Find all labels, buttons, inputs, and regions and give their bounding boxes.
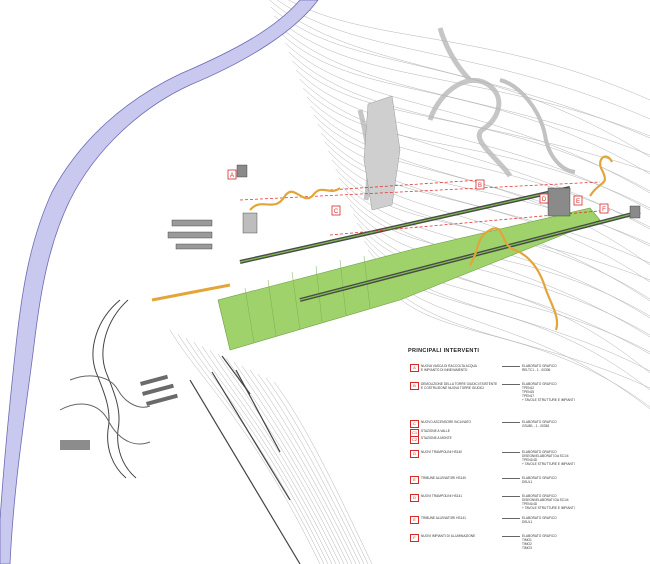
legend-code: D: [410, 494, 419, 502]
contour-line: [209, 349, 341, 564]
legend-code: E: [410, 516, 419, 524]
contour-line: [249, 369, 361, 564]
legend-reference: ELABORATO GRAFICO DSUL1: [522, 476, 557, 484]
contour-line: [241, 365, 357, 564]
contour-line: [233, 361, 353, 564]
legend-code: F: [410, 534, 419, 542]
legend-leader-line: [502, 452, 520, 453]
lighting-lines: [189, 355, 301, 564]
stand-blocks: [60, 374, 178, 450]
buildings: [167, 164, 641, 250]
runout-path: [151, 283, 231, 302]
contour-line: [225, 357, 349, 564]
grey-area: [363, 95, 401, 211]
legend-leader-line: [502, 422, 520, 423]
legend-title: PRINCIPALI INTERVENTI: [408, 348, 480, 354]
legend-reference: ELABORATO GRAFICO DSUL1: [522, 516, 557, 524]
legend-code: A: [410, 364, 419, 372]
contour-line: [357, 222, 650, 374]
legend-code: E: [410, 476, 419, 484]
road-right: [499, 78, 576, 174]
legend-code: D: [410, 450, 419, 458]
map-labels: A B C D E F: [227, 169, 609, 216]
contour-line: [299, 78, 650, 230]
legend-leader-line: [502, 496, 520, 497]
contour-line: [270, 6, 650, 158]
map-label-c: C: [334, 209, 339, 215]
contour-line: [177, 333, 325, 564]
contour-line: [277, 24, 650, 156]
legend-description: NUOVO ASCENSORE INCLINATO: [421, 420, 472, 424]
legend-description: STAZIONE A VALLE: [421, 429, 450, 433]
river: [0, 0, 319, 564]
legend-reference: ELABORATO GRAFICO RELTC1 - 1 - 00336: [522, 364, 557, 372]
contour-line: [321, 132, 650, 264]
contour-line: [313, 114, 650, 266]
contour-line: [217, 353, 345, 564]
contour-line: [324, 141, 650, 283]
stadium: [59, 299, 151, 479]
legend-description: NUOVI IMPIANTI DI ILLUMINAZIONE: [421, 534, 476, 538]
legend-leader-line: [502, 478, 520, 479]
legend-reference: ELABORATO GRAFICO TIMO1 TIMO2 TIMO3: [522, 534, 557, 550]
contour-line: [265, 377, 369, 564]
legend-description: TRIBUNE ALLENATORI HS140: [421, 476, 466, 480]
legend-description: NUOVA VASCA DI RACCOLTA ACQUA E IMPIANTO…: [421, 364, 477, 372]
map-label-b: B: [478, 183, 482, 189]
contour-line: [295, 69, 650, 211]
contour-line: [292, 60, 650, 192]
orange-trails: [249, 155, 613, 331]
contour-line: [273, 381, 373, 564]
jump-tracks: [239, 186, 641, 302]
contour-line: [201, 345, 337, 564]
contour-line: [310, 105, 650, 247]
contour-line: [331, 159, 650, 281]
contour-line: [269, 0, 650, 139]
contour-line: [328, 150, 650, 302]
red-intervention-lines: [239, 179, 611, 236]
legend-leader-line: [502, 366, 520, 367]
legend-description: STAZIONE A MONTE: [421, 436, 452, 440]
legend-leader-line: [502, 518, 520, 519]
legend-code: B: [410, 382, 419, 390]
contour-line: [360, 231, 650, 353]
legend-description: NUOVI TRAMPOLINI HS140: [421, 450, 463, 454]
contour-line: [193, 341, 333, 564]
contour-line: [257, 373, 365, 564]
legend-description: TRIBUNE ALLENATORI HS141: [421, 516, 466, 520]
legend-leader-line: [502, 384, 520, 385]
landing-slope: [217, 207, 601, 351]
legend-code: C2: [410, 436, 419, 444]
contour-line: [288, 0, 650, 101]
legend-code: C: [410, 420, 419, 428]
legend-description: NUOVI TRAMPOLINI HS141: [421, 494, 463, 498]
legend-reference: ELABORATO GRAFICO GSUB1 - 1 - 00336: [522, 420, 557, 428]
legend-leader-line: [502, 536, 520, 537]
contour-line: [285, 42, 650, 194]
legend-reference: ELABORATO GRAFICO TPEN12 TPEN15 TPEN17 +…: [522, 382, 575, 402]
contour-line: [306, 96, 650, 228]
contour-line: [288, 51, 650, 173]
contour-line: [277, 0, 650, 120]
contour-line: [169, 329, 321, 564]
contour-line: [274, 15, 650, 137]
contour-line: [353, 213, 650, 355]
legend-description: DEMOLIZIONE DELLA TORRE GIUDICI ESISTENT…: [421, 382, 498, 390]
contour-line: [185, 337, 329, 564]
legend-reference: ELABORATO GRAFICO DISEGNI/ELABORATI DA S…: [522, 494, 575, 510]
legend-reference: ELABORATO GRAFICO DISEGNI/ELABORATI DA S…: [522, 450, 575, 466]
contour-line: [335, 168, 650, 300]
map-label-d: D: [542, 197, 547, 203]
contour-line: [281, 33, 650, 175]
map-label-e: E: [576, 199, 580, 205]
contour-line: [303, 87, 650, 209]
map-label-a: A: [230, 173, 234, 179]
map-label-f: F: [602, 207, 606, 213]
